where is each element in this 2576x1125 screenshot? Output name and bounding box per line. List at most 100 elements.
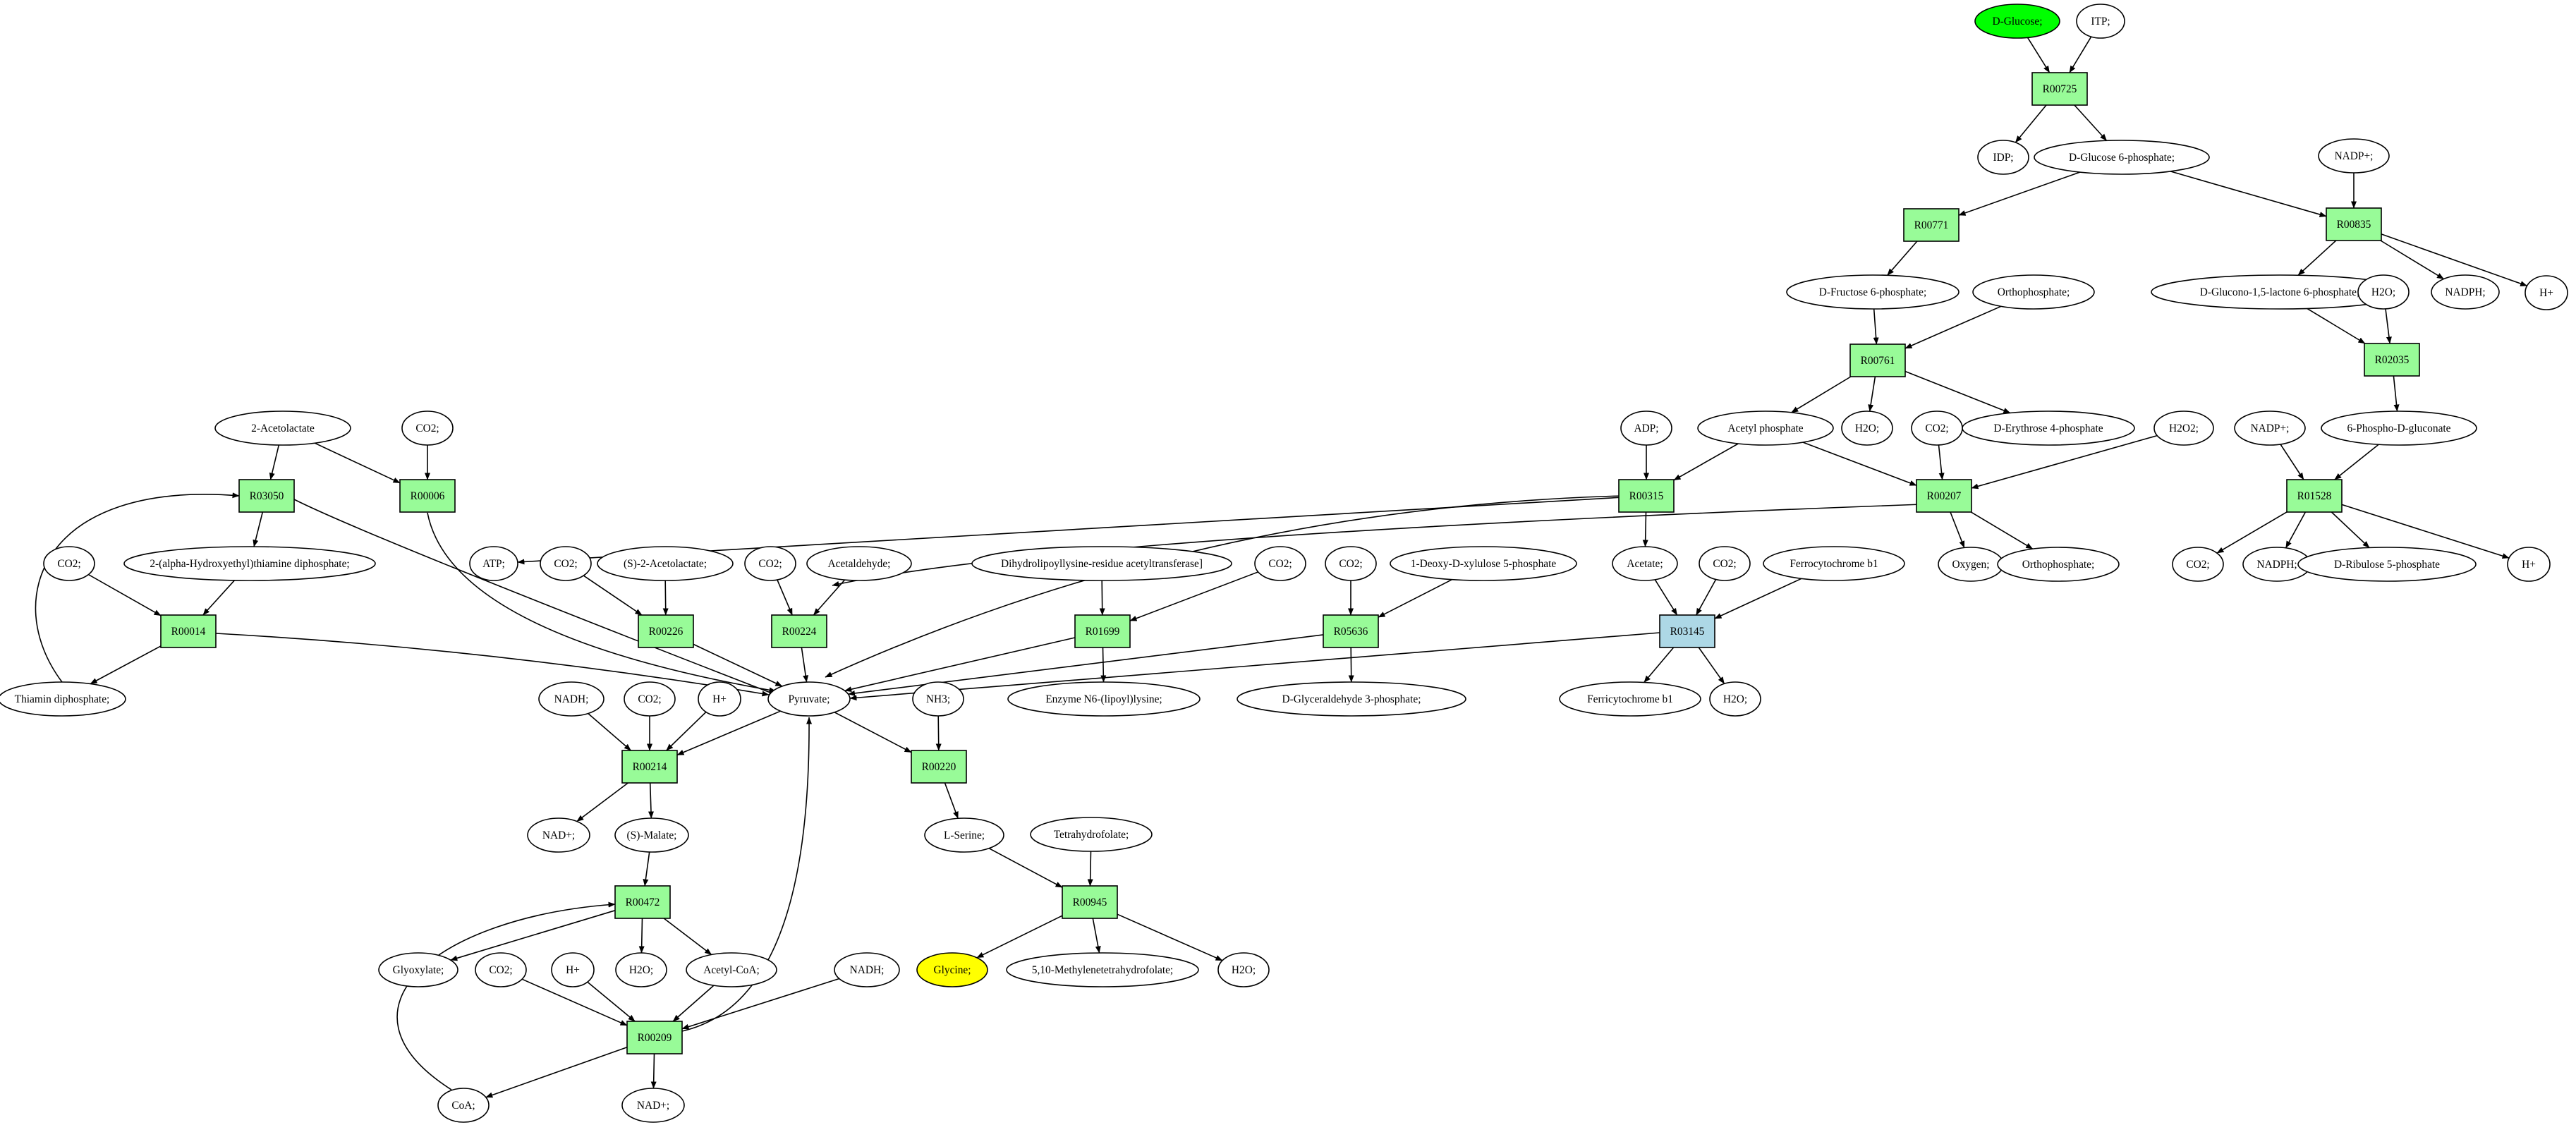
- compound-node-co2b[interactable]: CO2;: [401, 411, 454, 446]
- compound-node-f6p[interactable]: D-Fructose 6-phosphate;: [1786, 274, 1960, 310]
- reaction-node-r00835[interactable]: R00835: [2326, 207, 2382, 241]
- reaction-node-r00014[interactable]: R00014: [160, 614, 217, 648]
- reaction-node-r00945[interactable]: R00945: [1062, 885, 1118, 919]
- compound-node-methylthf[interactable]: 5,10-Methylenetetrahydrofolate;: [1006, 952, 1199, 987]
- reaction-node-r05636[interactable]: R05636: [1323, 614, 1379, 648]
- compound-node-h2o4[interactable]: H2O;: [615, 952, 667, 987]
- compound-node-orthop1[interactable]: Orthophosphate;: [1972, 274, 2095, 310]
- compound-node-h2o3[interactable]: H2O;: [1709, 681, 1761, 717]
- compound-node-pyruvate[interactable]: Pyruvate;: [767, 681, 851, 717]
- compound-node-co2e[interactable]: CO2;: [540, 546, 592, 581]
- compound-node-acetate[interactable]: Acetate;: [1612, 546, 1678, 581]
- compound-node-glyoxylate[interactable]: Glyoxylate;: [378, 952, 458, 987]
- compound-node-h2o2[interactable]: H2O;: [1841, 411, 1893, 446]
- reaction-node-r00207[interactable]: R00207: [1916, 479, 1972, 513]
- compound-node-itp[interactable]: ITP;: [2076, 4, 2125, 39]
- compound-node-co2f[interactable]: CO2;: [744, 546, 796, 581]
- source-compound-node-glucose[interactable]: D-Glucose;: [1974, 4, 2060, 39]
- compound-ellipse: [1007, 681, 1201, 717]
- compound-node-g6p[interactable]: D-Glucose 6-phosphate;: [2034, 140, 2210, 175]
- compound-node-nh3[interactable]: NH3;: [912, 681, 964, 717]
- compound-node-oxygen[interactable]: Oxygen;: [1938, 547, 2004, 582]
- compound-node-hp3[interactable]: H+: [698, 681, 741, 717]
- compound-node-ferricyt[interactable]: Ferricytochrome b1: [1559, 681, 1701, 717]
- compound-node-thf[interactable]: Tetrahydrofolate;: [1030, 817, 1153, 852]
- reaction-node-r01699[interactable]: R01699: [1074, 614, 1131, 648]
- compound-node-ferrocyt[interactable]: Ferrocytochrome b1: [1763, 546, 1905, 581]
- compound-ellipse: [834, 952, 900, 987]
- reaction-box: [1074, 614, 1131, 648]
- compound-node-nadp_plus2[interactable]: NAD+;: [621, 1088, 685, 1123]
- reaction-node-r00725[interactable]: R00725: [2031, 72, 2088, 106]
- compound-node-nadph1[interactable]: NADPH;: [2431, 274, 2500, 310]
- compound-node-nadp_plus1[interactable]: NAD+;: [527, 817, 590, 853]
- compound-node-hp1[interactable]: H+: [2525, 275, 2568, 310]
- compound-node-hp2[interactable]: H+: [2507, 547, 2551, 582]
- compound-node-co2a[interactable]: CO2;: [1911, 411, 1963, 446]
- compound-node-dihydro[interactable]: Dihydrolipoyllysine-residue acetyltransf…: [971, 546, 1232, 581]
- reaction-node-r00771[interactable]: R00771: [1903, 208, 1960, 242]
- compound-node-idp[interactable]: IDP;: [1977, 140, 2029, 175]
- compound-node-co2j[interactable]: CO2;: [624, 681, 676, 717]
- edge-hethdp-to-R00014: [202, 580, 235, 616]
- reaction-label: R00771: [1914, 219, 1949, 231]
- target-compound-node-glycine[interactable]: Glycine;: [916, 952, 988, 987]
- compound-label: ADP;: [1634, 422, 1658, 434]
- compound-node-lserine[interactable]: L-Serine;: [924, 817, 1004, 853]
- compound-node-nadph2[interactable]: NADPH;: [2242, 547, 2311, 582]
- reaction-node-r00220[interactable]: R00220: [911, 750, 967, 784]
- edge-co2d-to-R00014: [88, 573, 162, 616]
- compound-node-nadpp2[interactable]: NADP+;: [2234, 411, 2306, 446]
- reaction-node-r00315[interactable]: R00315: [1618, 479, 1675, 513]
- compound-node-h2o2b[interactable]: H2O2;: [2153, 411, 2214, 446]
- compound-label: 6-Phospho-D-gluconate: [2347, 422, 2450, 434]
- compound-node-thdp[interactable]: Thiamin diphosphate;: [0, 681, 126, 717]
- compound-node-co2c[interactable]: CO2;: [2172, 547, 2224, 582]
- reaction-node-r03050[interactable]: R03050: [238, 479, 295, 513]
- compound-node-atp[interactable]: ATP;: [469, 546, 518, 581]
- compound-node-pgluconate[interactable]: 6-Phospho-D-gluconate: [2321, 411, 2477, 446]
- compound-node-e4p[interactable]: D-Erythrose 4-phosphate: [1962, 411, 2135, 446]
- compound-node-co2d[interactable]: CO2;: [43, 546, 95, 581]
- reaction-node-r00761[interactable]: R00761: [1849, 343, 1906, 377]
- compound-node-nadh2[interactable]: NADH;: [834, 952, 900, 987]
- compound-node-hp4[interactable]: H+: [551, 952, 595, 987]
- reaction-node-r03145[interactable]: R03145: [1659, 614, 1715, 648]
- compound-node-ribulose[interactable]: D-Ribulose 5-phosphate: [2297, 547, 2477, 582]
- compound-node-h2o5[interactable]: H2O;: [1217, 952, 1270, 987]
- compound-node-acetolactate[interactable]: 2-Acetolactate: [214, 411, 351, 446]
- compound-node-acetylcoa[interactable]: Acetyl-CoA;: [686, 952, 777, 987]
- compound-node-h2o1[interactable]: H2O;: [2357, 274, 2410, 310]
- reaction-label: R00835: [2337, 219, 2371, 231]
- compound-node-sacetolactate[interactable]: (S)-2-Acetolactate;: [597, 546, 734, 581]
- compound-node-glucono[interactable]: D-Glucono-1,5-lactone 6-phosphate;: [2151, 274, 2409, 310]
- compound-node-lipoyl[interactable]: Enzyme N6-(lipoyl)lysine;: [1007, 681, 1201, 717]
- compound-node-co2i[interactable]: CO2;: [1699, 546, 1751, 581]
- compound-node-adp[interactable]: ADP;: [1620, 411, 1672, 446]
- compound-node-acetylp[interactable]: Acetyl phosphate: [1697, 411, 1834, 446]
- compound-node-co2g[interactable]: CO2;: [1254, 546, 1306, 581]
- reaction-node-r00214[interactable]: R00214: [621, 750, 678, 784]
- reaction-node-r02035[interactable]: R02035: [2364, 343, 2420, 377]
- compound-node-orthop2[interactable]: Orthophosphate;: [1997, 547, 2120, 582]
- reaction-box: [638, 614, 694, 648]
- compound-node-g3p[interactable]: D-Glyceraldehyde 3-phosphate;: [1237, 681, 1466, 717]
- reaction-node-r00472[interactable]: R00472: [614, 885, 671, 919]
- edge-R03050-to-pyruvate: [293, 499, 777, 695]
- compound-node-nadpp1[interactable]: NADP+;: [2318, 138, 2390, 174]
- compound-node-nadh1[interactable]: NADH;: [538, 681, 604, 717]
- reaction-node-r00006[interactable]: R00006: [399, 479, 456, 513]
- compound-node-acetaldehyde[interactable]: Acetaldehyde;: [806, 546, 912, 581]
- reaction-node-r01528[interactable]: R01528: [2286, 479, 2343, 513]
- compound-node-co2k[interactable]: CO2;: [475, 952, 527, 987]
- compound-node-deoxyxylulose[interactable]: 1-Deoxy-D-xylulose 5-phosphate: [1390, 546, 1577, 581]
- edge-line: [638, 918, 645, 954]
- compound-node-smalate[interactable]: (S)-Malate;: [614, 817, 689, 853]
- compound-node-co2h[interactable]: CO2;: [1325, 546, 1377, 581]
- reaction-node-r00226[interactable]: R00226: [638, 614, 694, 648]
- reaction-node-r00224[interactable]: R00224: [771, 614, 827, 648]
- reaction-node-r00209[interactable]: R00209: [626, 1021, 683, 1054]
- compound-node-coa[interactable]: CoA;: [437, 1088, 490, 1123]
- compound-node-hethdp[interactable]: 2-(alpha-Hydroxyethyl)thiamine diphospha…: [123, 546, 376, 581]
- compound-label: D-Glucose 6-phosphate;: [2069, 152, 2175, 164]
